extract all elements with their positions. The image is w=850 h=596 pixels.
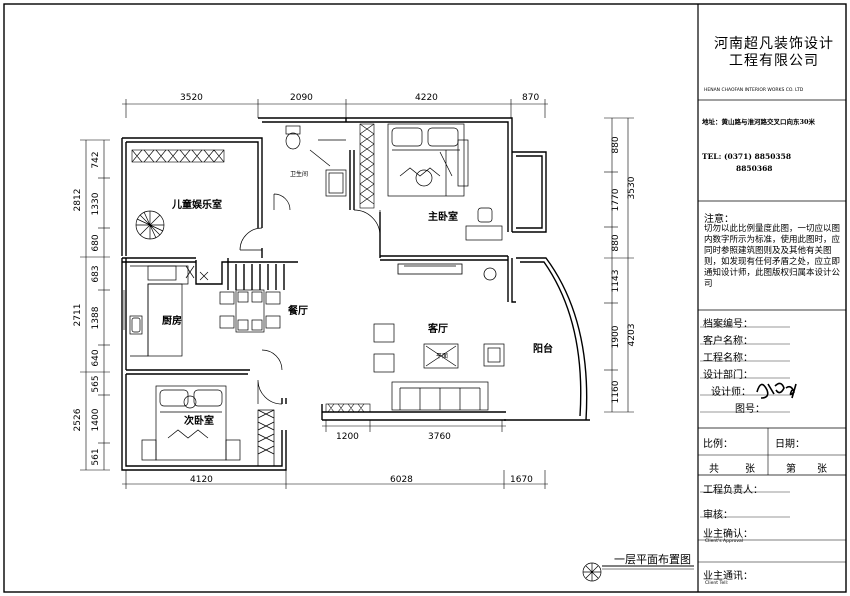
room-dining: 餐厅 — [287, 304, 308, 317]
notes-title: 注意： — [704, 214, 734, 225]
drawing-title: 一层平面布置图 — [614, 553, 691, 566]
room-kitchen: 厨房 — [162, 314, 182, 327]
drawing-no-label: 图号： — [735, 404, 765, 415]
dim-right-1143: 1143 — [611, 270, 621, 293]
room-second: 次卧室 — [184, 414, 214, 427]
total-sheets-unit: 张 — [745, 464, 755, 475]
dim-top-3: 4220 — [415, 93, 438, 103]
living-sofa-set — [373, 323, 505, 411]
dim-right-880: 880 — [611, 136, 621, 153]
dim-bottom-2: 6028 — [390, 475, 413, 485]
company-name-line2: 工程有限公司 — [729, 53, 819, 69]
company-name-line1: 河南超凡装饰设计 — [714, 36, 834, 52]
master-desk — [465, 207, 503, 241]
scale-label: 比例： — [703, 439, 733, 450]
dim-left-2526: 2526 — [73, 408, 83, 431]
manager-label: 工程负责人： — [703, 485, 763, 496]
windows — [121, 290, 127, 330]
archive-no-label: 档案编号： — [703, 319, 753, 330]
drawing-title-symbol — [582, 562, 694, 582]
review-label: 审核： — [703, 510, 733, 521]
dim-left-680: 680 — [91, 234, 101, 251]
dim-left-565: 565 — [91, 375, 101, 392]
owner-notice-label: 业主通讯： — [703, 571, 753, 582]
total-sheets-label: 共 — [709, 464, 719, 475]
toilet-icon — [285, 125, 301, 150]
dim-right-1770: 1770 — [611, 188, 621, 211]
kids-plant-icon — [135, 210, 165, 240]
dim-left-1400: 1400 — [91, 408, 101, 431]
fixture-label: 平面 — [436, 353, 448, 360]
master-wardrobe — [359, 123, 375, 209]
bathtub-icon — [309, 139, 347, 197]
designer-signature — [756, 382, 797, 399]
dim-left-1330: 1330 — [91, 192, 101, 215]
room-bath: 卫生间 — [290, 170, 308, 178]
second-bed — [141, 385, 275, 467]
sheet-no-unit: 张 — [817, 464, 827, 475]
living-dimension-line — [322, 420, 506, 432]
notes-text: 切勿以此比例量度此图，一切应以图内数字所示为标准，使用此图时，应同时参照建筑图则… — [704, 224, 841, 289]
kitchen-counters — [129, 265, 209, 357]
top-dimension-line — [122, 99, 548, 118]
company-tel: TEL: (0371) 8850358 — [702, 152, 792, 161]
room-balcony: 阳台 — [533, 342, 553, 355]
owner-confirm-label: 业主确认： — [703, 529, 753, 540]
date-label: 日期： — [775, 439, 805, 450]
dim-top-4: 870 — [522, 93, 539, 103]
dim-bottom-1: 4120 — [190, 475, 213, 485]
tv-cabinet — [397, 263, 497, 281]
sheet-no-label: 第 — [786, 464, 796, 475]
dim-left-683: 683 — [91, 265, 101, 282]
dim-left-742: 742 — [91, 151, 101, 168]
dim-bottom-3: 1670 — [510, 475, 533, 485]
title-block-frame — [697, 4, 846, 592]
dim-top-2: 2090 — [290, 93, 313, 103]
dim-left-1388: 1388 — [91, 306, 101, 329]
company-name-en: HENAN CHAOFAN INTERIOR WORKS CO. LTD — [704, 88, 804, 93]
dim-top-1: 3520 — [180, 93, 203, 103]
dim-left-561: 561 — [91, 448, 101, 465]
room-master: 主卧室 — [428, 210, 458, 223]
master-bed — [387, 123, 469, 197]
dim-living-2: 3760 — [428, 432, 451, 442]
right-dimension-lines — [604, 117, 634, 413]
dim-right-1900: 1900 — [611, 325, 621, 348]
dim-right-880b: 880 — [611, 234, 621, 251]
client-label: 客户名称： — [703, 336, 753, 347]
kids-cabinet — [131, 149, 225, 163]
room-kids: 儿童娱乐室 — [171, 198, 222, 211]
dim-living-1: 1200 — [336, 432, 359, 442]
dim-left-2711: 2711 — [73, 304, 83, 327]
dining-table — [219, 289, 281, 333]
dim-right-4203: 4203 — [627, 324, 637, 347]
company-tel-2: 8850368 — [736, 164, 773, 173]
design-dept-label: 设计部门： — [703, 370, 753, 381]
project-label: 工程名称： — [703, 353, 753, 364]
bottom-dimension-line — [122, 470, 548, 489]
company-name: 河南超凡装饰设计 工程有限公司 — [700, 36, 848, 70]
dim-left-640: 640 — [91, 349, 101, 366]
left-dimension-lines — [80, 139, 110, 471]
designer-label: 设计师： — [711, 387, 751, 398]
living-shelf — [325, 403, 371, 413]
dim-right-3530: 3530 — [627, 176, 637, 199]
owner-notice-en: Client Tell: — [705, 581, 729, 586]
company-address: 地址：黄山路与淮河路交叉口向东30米 — [702, 118, 816, 126]
dim-left-2812: 2812 — [73, 189, 83, 212]
room-living: 客厅 — [427, 322, 448, 335]
dim-right-1160: 1160 — [611, 380, 621, 403]
owner-confirm-en: Client's Approval — [705, 539, 744, 544]
doors — [239, 193, 381, 405]
sheet-border — [3, 3, 847, 593]
